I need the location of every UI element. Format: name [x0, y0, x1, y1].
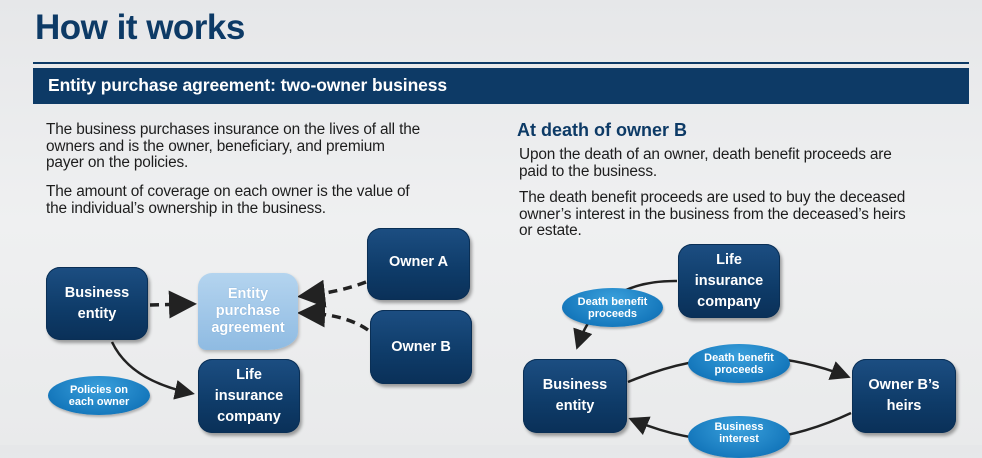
right-paragraph-1: Upon the death of an owner, death benefi… [519, 146, 892, 180]
business-entity-box: Business entity [46, 267, 148, 340]
box-label: insurance [214, 387, 284, 404]
banner-title: Entity purchase agreement: two-owner bus… [48, 75, 448, 95]
box-label: insurance [694, 272, 764, 289]
box-label: agreement [211, 320, 285, 336]
text-line: or estate. [519, 222, 582, 239]
box-label: Life [236, 366, 262, 383]
oval-label: Business [714, 421, 764, 433]
box-label: heirs [886, 398, 922, 414]
diagram-connectors [110, 279, 852, 443]
left-paragraph-1: The business purchases insurance on the … [46, 121, 421, 172]
box-label: Owner A [388, 254, 449, 270]
death-benefit-proceeds-label-2: Death benefit proceeds [688, 344, 790, 383]
page-title: How it works [35, 8, 245, 47]
box-label: purchase [215, 303, 281, 319]
box-label: Life [716, 251, 742, 268]
oval-label: Policies on [69, 383, 129, 396]
policies-on-each-owner-label: Policies on each owner [48, 376, 150, 415]
text-line: Upon the death of an owner, death benefi… [519, 146, 892, 163]
life-insurance-company-box: Life insurance company [198, 359, 300, 433]
text-line: paid to the business. [519, 162, 658, 180]
box-label: company [697, 293, 761, 310]
text-line: the individual’s ownership in the busine… [46, 199, 326, 217]
life-insurance-company-box-right: Life insurance company [678, 244, 780, 318]
oval-label: proceeds [588, 307, 637, 320]
box-label: company [217, 408, 281, 425]
oval-label: Death benefit [577, 295, 648, 308]
text-line: The business purchases insurance on the … [46, 121, 421, 138]
right-paragraph-2: The death benefit proceeds are used to b… [519, 189, 906, 240]
text-line: The death benefit proceeds are used to b… [519, 189, 906, 206]
box-label: entity [555, 398, 595, 414]
divider [33, 62, 969, 64]
box-label: Owner B’s [868, 377, 940, 393]
arrow-owner-a-to-agreement [297, 279, 367, 308]
oval-label: each owner [68, 395, 130, 408]
box-label: Business [542, 377, 608, 393]
box-label: Entity [227, 286, 269, 302]
text-line: owner’s interest in the business from th… [519, 205, 906, 223]
business-interest-label: Business interest [688, 416, 790, 458]
entity-purchase-agreement-document: Entity purchase agreement [198, 273, 298, 350]
right-heading: At death of owner B [517, 120, 687, 140]
arrow-business-to-life-insurance [110, 341, 195, 400]
business-entity-box-right: Business entity [523, 359, 627, 433]
text-line: owners and is the owner, beneficiary, an… [46, 137, 385, 155]
left-paragraph-2: The amount of coverage on each owner is … [46, 183, 410, 217]
oval-label: proceeds [714, 363, 764, 376]
owner-a-box: Owner A [367, 228, 470, 300]
text-line: The amount of coverage on each owner is … [46, 183, 410, 200]
oval-label: interest [719, 433, 759, 445]
section-banner: Entity purchase agreement: two-owner bus… [33, 68, 969, 104]
text-line: payer on the policies. [46, 154, 189, 171]
box-label: Business [64, 284, 130, 301]
arrow-owner-b-to-agreement [297, 299, 369, 332]
arrow-business-to-agreement [149, 290, 197, 319]
oval-label: Death benefit [704, 351, 774, 364]
owner-b-box: Owner B [370, 310, 472, 384]
box-label: entity [77, 305, 117, 322]
owner-b-heirs-box: Owner B’s heirs [852, 359, 956, 433]
box-label: Owner B [391, 338, 451, 355]
death-benefit-proceeds-label-1: Death benefit proceeds [562, 288, 663, 327]
